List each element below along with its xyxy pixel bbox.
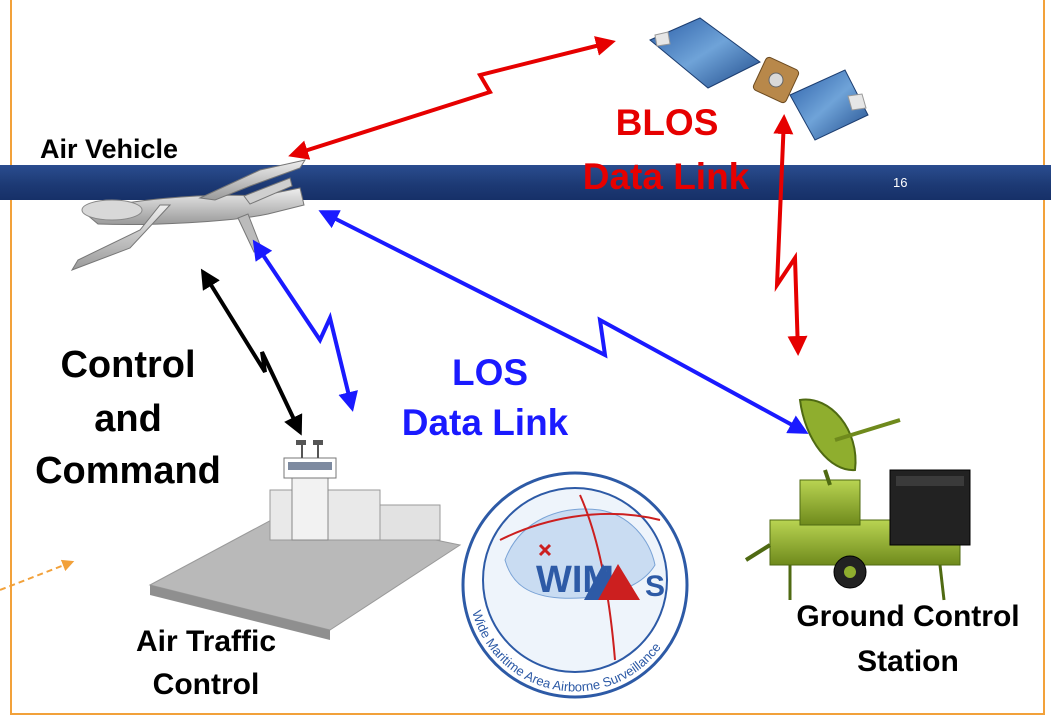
air-vehicle-label: Air Vehicle <box>40 134 179 164</box>
orange-dashed-pointer <box>0 559 75 591</box>
air-traffic-label: Air Traffic <box>135 625 277 658</box>
ground-station-icon <box>744 398 971 601</box>
uav-icon <box>70 159 307 271</box>
satellite-icon <box>649 17 869 141</box>
blos-link-uav-satellite <box>288 36 616 160</box>
wimaas-logo: WIM S Wide Maritime Area Airborne Survei… <box>461 471 689 699</box>
blos-label: BLOS <box>615 102 719 143</box>
los-link-uav-tower <box>252 239 358 412</box>
page-number: 16 <box>893 175 908 190</box>
blos-link-satellite-ground <box>773 114 808 356</box>
slide-frame <box>10 0 1045 715</box>
svg-text:S: S <box>645 570 665 603</box>
control-link-uav-tower <box>200 268 303 436</box>
control-label: Control <box>60 344 196 386</box>
los-label: LOS <box>451 352 529 393</box>
los-link-uav-ground <box>318 210 809 434</box>
and-label: and <box>94 398 162 440</box>
air-traffic-control-label: Control <box>152 668 260 701</box>
header-band <box>0 165 1051 200</box>
los-data-link-label: Data Link <box>401 402 569 443</box>
blos-data-link-label: Data Link <box>582 156 750 197</box>
command-label: Command <box>35 450 221 492</box>
station-label: Station <box>857 645 959 678</box>
control-tower-icon <box>148 440 462 640</box>
ground-control-label: Ground Control <box>796 600 1020 633</box>
